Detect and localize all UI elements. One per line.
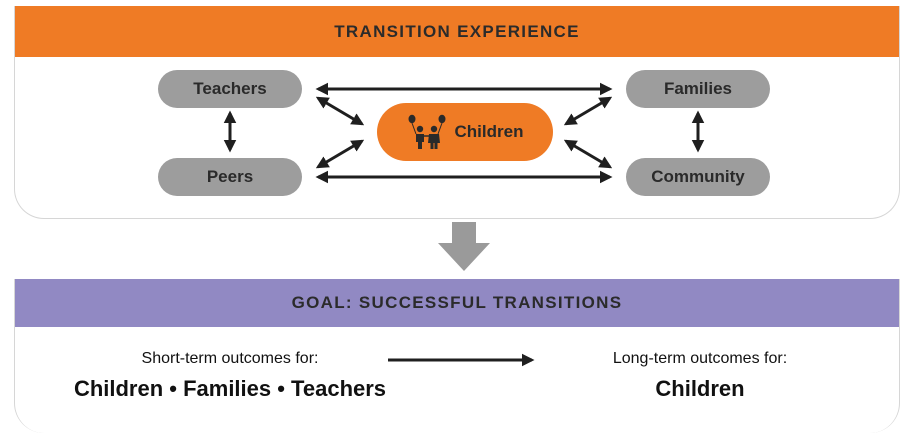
goal-banner: GOAL: SUCCESSFUL TRANSITIONS [15,279,899,327]
short-term-label: Short-term outcomes for: [141,350,319,367]
transition-experience-banner: TRANSITION EXPERIENCE [15,6,899,57]
node-teachers: Teachers [158,70,302,108]
short-term-groups: Children • Families • Teachers [73,376,387,401]
children-with-balloons-icon [408,114,446,149]
long-term-label: Long-term outcomes for: [612,350,788,367]
families-children-arrow [563,96,613,126]
long-term-groups: Children [655,376,745,401]
teachers-children-arrow [315,96,365,126]
node-peers: Peers [158,158,302,196]
down-arrow-icon [438,222,490,271]
node-community: Community [626,158,770,196]
node-families: Families [626,70,770,108]
peers-children-arrow [315,139,365,169]
node-children: Children [377,103,553,161]
goal-panel: GOAL: SUCCESSFUL TRANSITIONS [14,279,900,433]
node-children-label: Children [454,122,524,141]
community-children-arrow [563,139,613,169]
